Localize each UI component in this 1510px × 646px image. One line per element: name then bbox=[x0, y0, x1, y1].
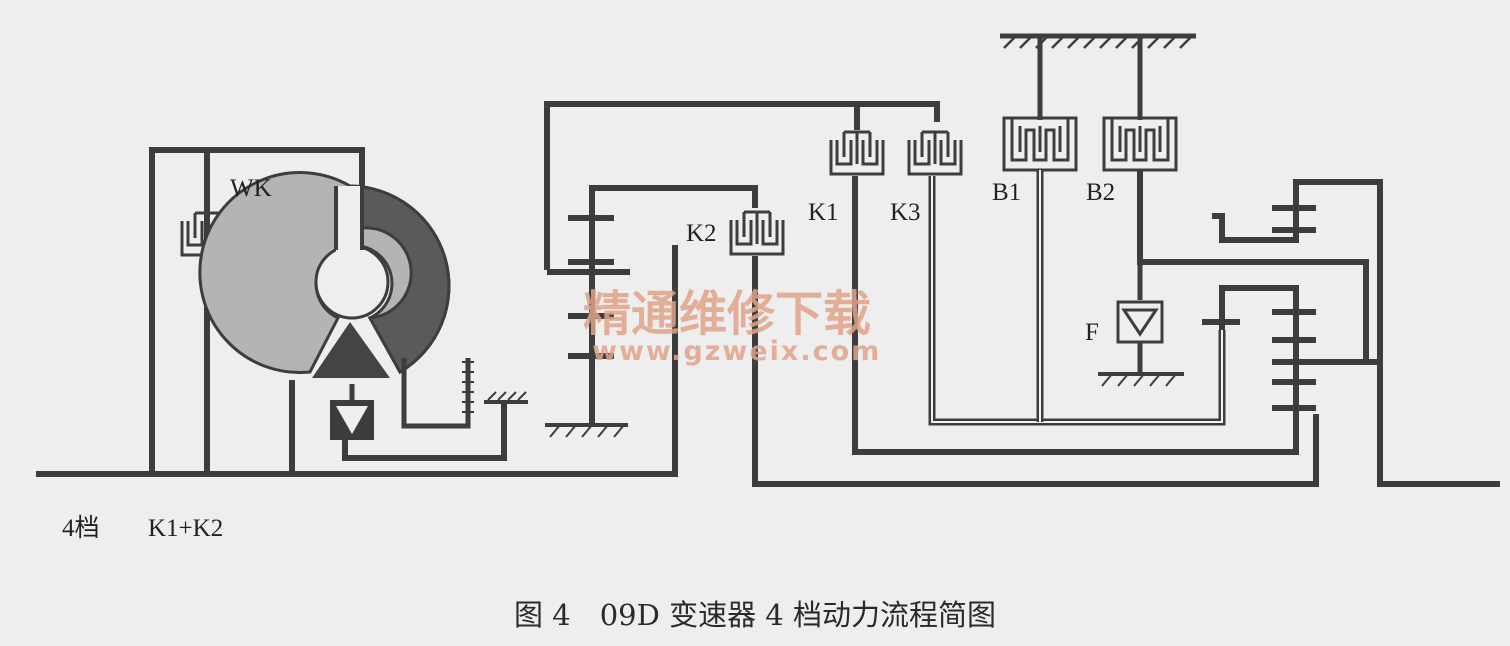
housing-ground bbox=[1000, 33, 1196, 120]
watermark-brand: 精通维修下载 bbox=[583, 286, 871, 342]
planetary-set-2 bbox=[1202, 179, 1500, 487]
brake-b2 bbox=[1102, 116, 1369, 362]
figure-caption: 图 4 09D 变速器 4 档动力流程简图 bbox=[514, 598, 996, 632]
freewheel-f bbox=[1098, 300, 1184, 387]
clutch-k3 bbox=[907, 130, 1226, 426]
label-k1: K1 bbox=[808, 199, 839, 226]
label-k3: K3 bbox=[890, 199, 921, 226]
active-clutches-label: K1+K2 bbox=[148, 515, 223, 542]
label-f: F bbox=[1085, 319, 1099, 346]
gear-label: 4档 bbox=[62, 514, 100, 542]
input-shaft bbox=[36, 147, 678, 477]
label-k2: K2 bbox=[686, 220, 717, 247]
watermark-url: www.gzweix.com bbox=[592, 336, 881, 367]
planetary-set-1 bbox=[544, 101, 940, 438]
brake-b1 bbox=[1002, 116, 1078, 422]
label-b2: B2 bbox=[1086, 179, 1115, 206]
torque-converter bbox=[198, 171, 528, 461]
label-b1: B1 bbox=[992, 179, 1021, 206]
clutch-k1 bbox=[829, 104, 1299, 455]
label-wk: WK bbox=[230, 175, 272, 202]
